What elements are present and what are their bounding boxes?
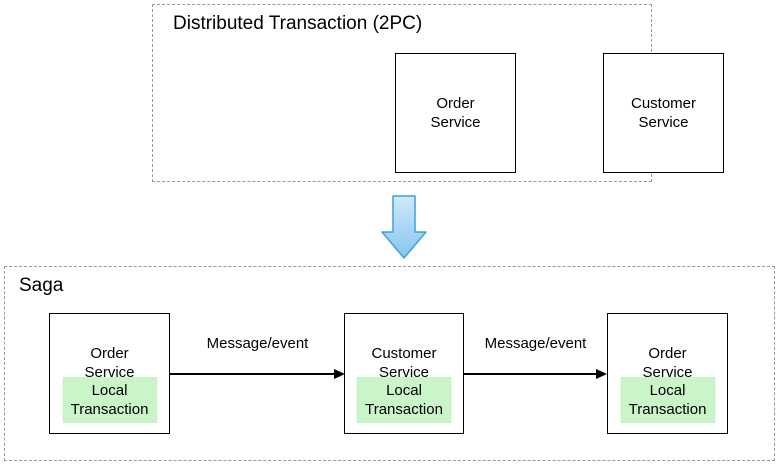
local-transaction-badge: Local Transaction	[620, 377, 715, 423]
message-edge-1: Message/event	[170, 334, 345, 380]
edge-line	[170, 373, 337, 375]
arrowhead-icon	[334, 368, 345, 379]
node-order-service: Order Service	[395, 53, 516, 173]
edge-label: Message/event	[484, 335, 587, 352]
saga-node-label: Order Service	[642, 345, 693, 381]
edge-line	[464, 373, 599, 375]
saga-node-label: Customer Service	[371, 345, 437, 381]
saga-node-label: Order Service	[84, 345, 135, 381]
down-arrow-icon	[381, 195, 427, 259]
local-transaction-badge: Local Transaction	[356, 377, 452, 423]
saga-node-order-service-1: Order Service Local Transaction	[49, 313, 170, 434]
node-customer-service: Customer Service	[603, 53, 724, 173]
edge-label: Message/event	[206, 335, 309, 352]
group-distributed-transaction: Distributed Transaction (2PC) Order Serv…	[152, 4, 724, 182]
arrowhead-icon	[596, 368, 607, 379]
group-saga: Saga	[4, 266, 775, 461]
saga-node-customer-service: Customer Service Local Transaction	[344, 313, 464, 434]
group-title-saga: Saga	[19, 275, 64, 296]
group-title-distributed-transaction: Distributed Transaction (2PC)	[173, 13, 423, 34]
saga-node-order-service-2: Order Service Local Transaction	[607, 313, 728, 434]
local-transaction-badge: Local Transaction	[62, 377, 157, 423]
message-edge-2: Message/event	[464, 334, 607, 380]
